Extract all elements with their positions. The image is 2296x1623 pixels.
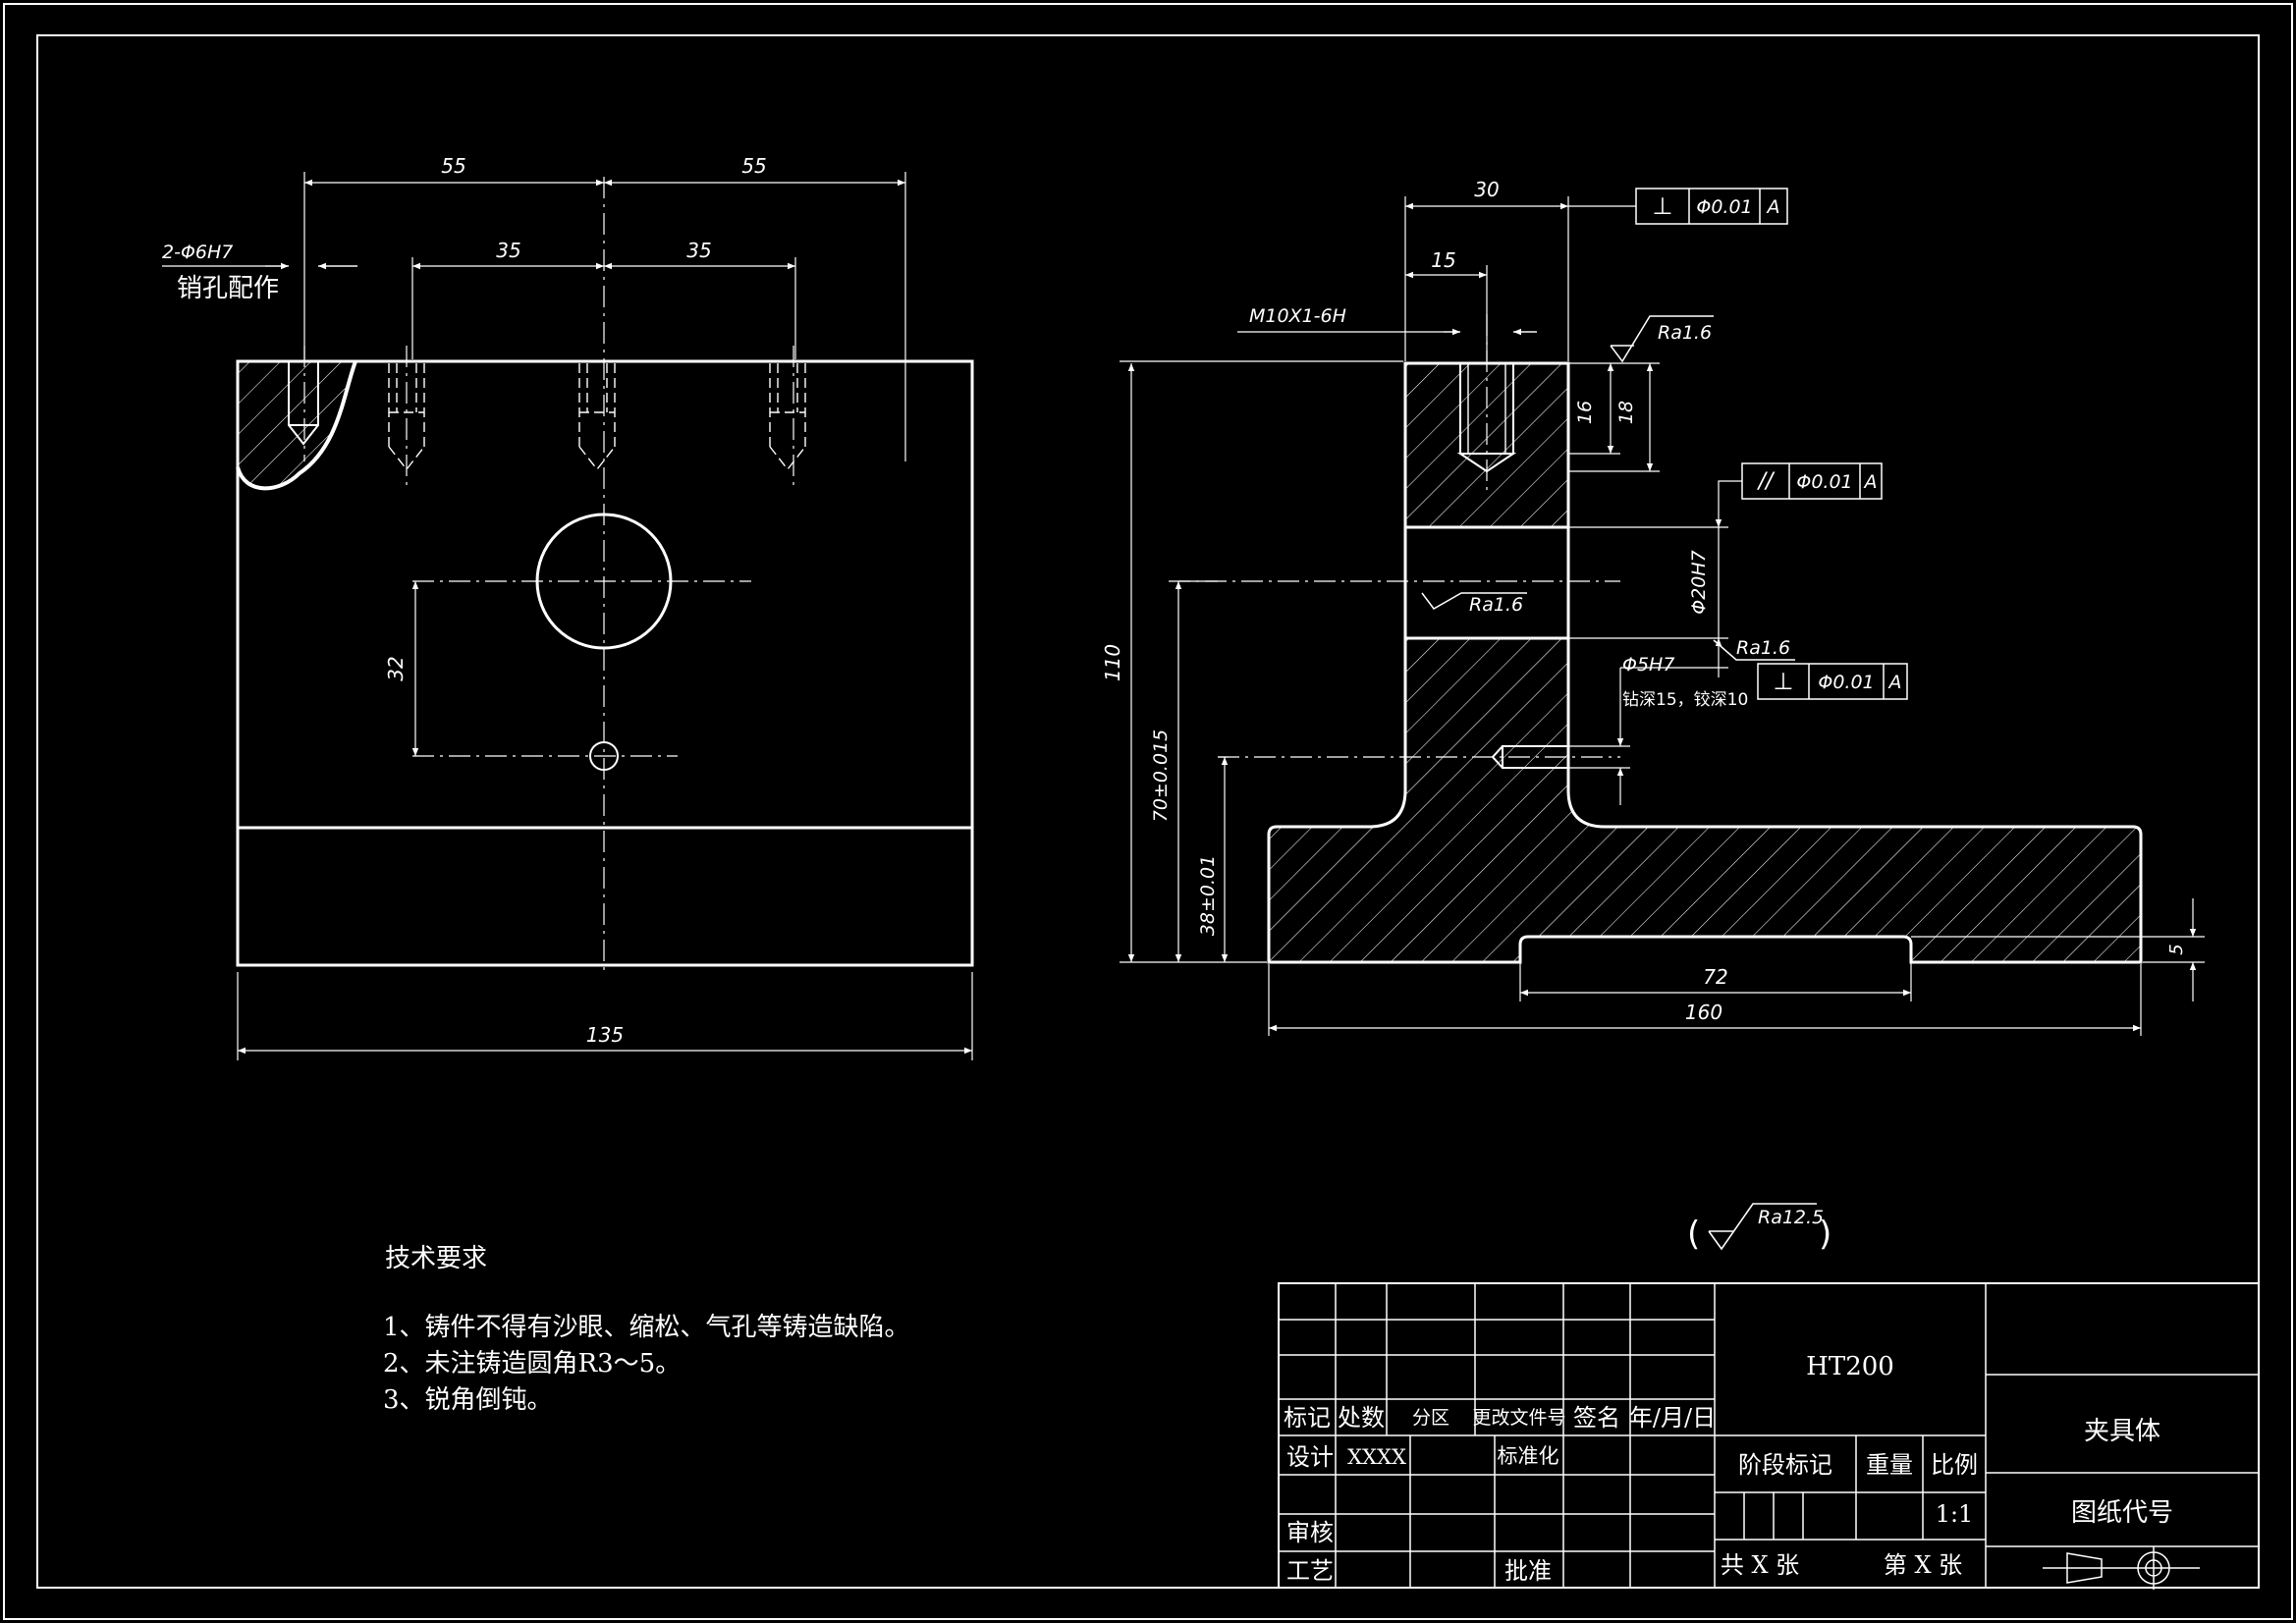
tb-h-count: 处数: [1338, 1404, 1385, 1432]
tech-req-item-1: 1、铸件不得有沙眼、缩松、气孔等铸造缺陷。: [383, 1313, 910, 1342]
lower-hatch: [1269, 638, 2141, 962]
dim-70: 70±0.015: [1150, 730, 1172, 823]
left-view: 55 55 35 35 2-Φ6H7 销孔配作 32 135: [162, 154, 974, 1060]
pin-hole-note: 销孔配作: [177, 274, 279, 303]
dim-16: 16: [1574, 401, 1596, 424]
left-dimensions: [162, 172, 973, 1060]
right-outline: [1267, 361, 2143, 964]
tb-stage-mark: 阶段标记: [1738, 1451, 1832, 1479]
tb-part-name: 夹具体: [2084, 1417, 2160, 1446]
dim-110: 110: [1101, 644, 1124, 681]
roughness-symbol-bore: Ra1.6: [1421, 592, 1527, 616]
svg-text:Ra1.6: Ra1.6: [1736, 637, 1790, 659]
outer-border: [3, 3, 2293, 1620]
dim-135: 135: [586, 1023, 624, 1047]
svg-text:A: A: [1887, 672, 1902, 693]
tb-process: 工艺: [1286, 1557, 1334, 1585]
dim-18: 18: [1615, 401, 1637, 424]
small-hole-note: 钻深15，铰深10: [1622, 690, 1748, 710]
dim-left-55: 55: [441, 154, 465, 178]
tb-standardize: 标准化: [1498, 1444, 1559, 1468]
thread-spec: M10X1-6H: [1249, 305, 1346, 327]
tol-frame-parallel: // Φ0.01 A: [1718, 462, 1883, 500]
dim-72: 72: [1703, 965, 1727, 989]
svg-text:A: A: [1863, 471, 1878, 493]
dim-right-55: 55: [741, 154, 766, 178]
bore-spec: Φ20H7: [1688, 550, 1710, 615]
tb-designer: XXXX: [1347, 1445, 1406, 1469]
projection-symbol: [2043, 1546, 2200, 1590]
tb-design: 设计: [1286, 1443, 1334, 1471]
tb-h-sign: 签名: [1573, 1404, 1620, 1432]
tb-scale-label: 比例: [1931, 1451, 1978, 1479]
dim-right-35: 35: [686, 239, 711, 262]
svg-text:(: (: [1687, 1215, 1700, 1254]
left-outline: [236, 359, 974, 967]
hidden-threaded-holes: [388, 363, 806, 471]
pin-hole-tip: [288, 424, 319, 446]
dim-38: 38±0.01: [1197, 855, 1219, 936]
tb-h-zone: 分区: [1412, 1407, 1449, 1429]
dim-160: 160: [1685, 1001, 1722, 1024]
small-hole-spec: Φ5H7: [1622, 654, 1674, 676]
tb-sheets-total: 共 X 张: [1721, 1551, 1799, 1579]
tb-scale: 1:1: [1936, 1500, 1974, 1528]
pin-hole: [288, 360, 319, 426]
svg-text:A: A: [1766, 196, 1780, 218]
svg-text:Ra1.6: Ra1.6: [1469, 594, 1523, 616]
tech-requirements: 技术要求 1、铸件不得有沙眼、缩松、气孔等铸造缺陷。 2、未注铸造圆角R3～5。…: [383, 1244, 910, 1415]
tb-review: 审核: [1286, 1519, 1334, 1546]
svg-text:Ra1.6: Ra1.6: [1658, 322, 1712, 344]
tb-weight: 重量: [1866, 1451, 1913, 1479]
svg-text:Ra12.5: Ra12.5: [1758, 1207, 1824, 1228]
tech-req-item-2: 2、未注铸造圆角R3～5。: [383, 1349, 681, 1379]
pin-hole-spec: 2-Φ6H7: [162, 242, 233, 263]
svg-text:): ): [1819, 1215, 1831, 1254]
right-view: 30 15 M10X1-6H 16 18 Φ20H7 110 70±0.015 …: [1101, 178, 2205, 1036]
tb-h-mark: 标记: [1284, 1404, 1331, 1432]
svg-text:Φ0.01: Φ0.01: [1796, 471, 1852, 493]
svg-text:Φ0.01: Φ0.01: [1818, 672, 1874, 693]
general-roughness: ( ) Ra12.5: [1687, 1203, 1831, 1254]
inner-border: [36, 34, 2260, 1589]
roughness-symbol-right: Ra1.6: [1713, 637, 1795, 661]
svg-text:Φ0.01: Φ0.01: [1696, 196, 1752, 218]
dim-32: 32: [384, 656, 408, 680]
svg-text:⊥: ⊥: [1653, 192, 1673, 220]
tb-approve: 批准: [1504, 1557, 1552, 1585]
dim-30: 30: [1474, 178, 1499, 201]
tb-drawing-no-label: 图纸代号: [2071, 1498, 2173, 1528]
right-dimensions: [1120, 196, 2205, 1036]
tb-h-date: 年/月/日: [1629, 1404, 1716, 1432]
tb-sheet-no: 第 X 张: [1884, 1551, 1962, 1579]
svg-text:⊥: ⊥: [1774, 668, 1794, 695]
tech-req-item-3: 3、锐角倒钝。: [383, 1385, 553, 1415]
roughness-symbol-top: Ra1.6: [1610, 315, 1714, 363]
tol-frame-perp-side: ⊥ Φ0.01 A: [1757, 663, 1908, 700]
dim-15: 15: [1431, 248, 1455, 272]
svg-text://: //: [1757, 469, 1776, 494]
tech-req-title: 技术要求: [385, 1244, 487, 1273]
dim-left-35: 35: [496, 239, 520, 262]
tb-h-doc: 更改文件号: [1472, 1407, 1565, 1429]
break-line: [236, 360, 357, 491]
dim-5: 5: [2166, 944, 2187, 954]
left-center-lines: [303, 177, 794, 972]
title-block: 标记 处数 分区 更改文件号 签名 年/月/日 设计 XXXX 标准化 审核 工…: [1278, 1282, 2260, 1590]
tb-material: HT200: [1806, 1352, 1894, 1381]
tol-frame-perp-top: ⊥ Φ0.01 A: [1568, 188, 1788, 225]
